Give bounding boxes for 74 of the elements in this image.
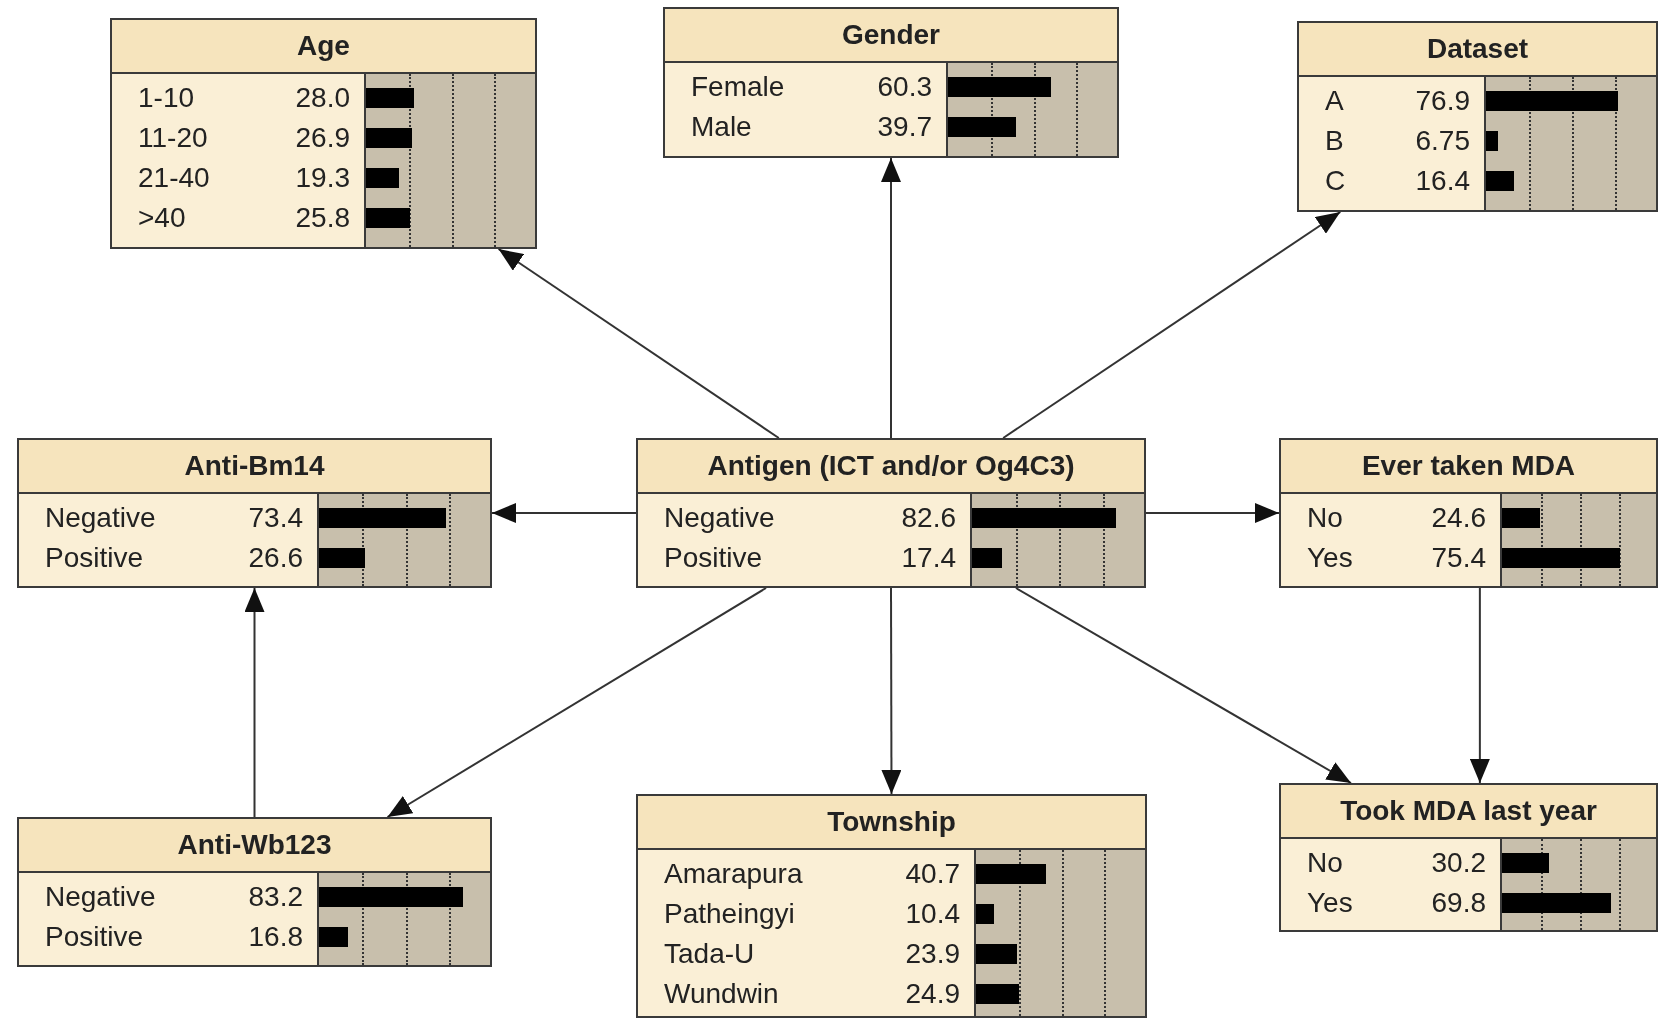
arrow	[386, 587, 768, 818]
node-title: Ever taken MDA	[1361, 450, 1576, 482]
state-name: Patheingyi	[664, 898, 795, 930]
node-box	[663, 7, 1119, 158]
state-name: 1-10	[138, 82, 195, 114]
state-name: Negative	[45, 502, 156, 534]
probability-value: 82.6	[901, 502, 956, 534]
state-name: C	[1325, 165, 1346, 197]
probability-value: 25.8	[295, 202, 350, 234]
probability-value: 23.9	[905, 938, 960, 970]
node-box	[636, 438, 1146, 588]
probability-value: 10.4	[905, 898, 960, 930]
node-box	[1279, 783, 1658, 932]
node-title: Dataset	[1426, 33, 1529, 65]
node-box	[1279, 438, 1658, 588]
state-name: Wundwin	[664, 978, 779, 1010]
node-title: Took MDA last year	[1340, 795, 1597, 827]
arrow	[491, 503, 637, 523]
probability-value: 26.6	[248, 542, 303, 574]
state-name: Male	[691, 111, 752, 143]
state-name: Negative	[664, 502, 775, 534]
state-name: Tada-U	[664, 938, 755, 970]
probability-value: 24.6	[1431, 502, 1486, 534]
probability-value: 73.4	[248, 502, 303, 534]
arrow	[1002, 211, 1342, 439]
node-title: Township	[827, 806, 956, 838]
arrow	[1469, 587, 1490, 784]
state-name: Positive	[45, 921, 144, 953]
probability-value: 16.8	[248, 921, 303, 953]
probability-value: 19.3	[295, 162, 350, 194]
state-name: Yes	[1307, 887, 1353, 919]
node-box	[110, 18, 537, 249]
node-title: Antigen (ICT and/or Og4C3)	[707, 450, 1075, 482]
state-name: A	[1325, 85, 1344, 117]
probability-value: 16.4	[1415, 165, 1470, 197]
arrow	[244, 587, 265, 818]
probability-value: 60.3	[877, 71, 932, 103]
probability-value: 30.2	[1431, 847, 1486, 879]
probability-value: 17.4	[901, 542, 956, 574]
state-name: Positive	[664, 542, 763, 574]
node-box	[17, 438, 492, 588]
state-name: No	[1307, 847, 1343, 879]
state-name: 11-20	[138, 122, 208, 154]
state-name: Positive	[45, 542, 144, 574]
state-name: Negative	[45, 881, 156, 913]
arrow	[1014, 587, 1352, 784]
state-name: Yes	[1307, 542, 1353, 574]
arrow	[881, 587, 902, 795]
probability-value: 28.0	[295, 82, 350, 114]
state-name: >40	[138, 202, 186, 234]
probability-value: 24.9	[905, 978, 960, 1010]
node-box	[1297, 21, 1658, 212]
probability-value: 69.8	[1431, 887, 1486, 919]
node-title: Age	[297, 30, 350, 62]
probability-value: 76.9	[1415, 85, 1470, 117]
arrow	[497, 248, 780, 439]
probability-value: 40.7	[905, 858, 960, 890]
probability-value: 83.2	[248, 881, 303, 913]
arrow	[881, 157, 901, 439]
state-name: Female	[691, 71, 785, 103]
node-title: Gender	[842, 19, 940, 51]
node-box	[17, 817, 492, 967]
state-name: B	[1325, 125, 1344, 157]
probability-value: 39.7	[877, 111, 932, 143]
arrow	[1145, 503, 1280, 523]
node-title: Anti-Bm14	[184, 450, 325, 482]
state-name: Amarapura	[664, 858, 803, 890]
state-name: 21-40	[138, 162, 210, 194]
node-box	[636, 794, 1147, 1018]
probability-value: 6.75	[1415, 125, 1470, 157]
probability-value: 75.4	[1431, 542, 1486, 574]
node-title: Anti-Wb123	[177, 829, 332, 861]
state-name: No	[1307, 502, 1343, 534]
probability-value: 26.9	[295, 122, 350, 154]
